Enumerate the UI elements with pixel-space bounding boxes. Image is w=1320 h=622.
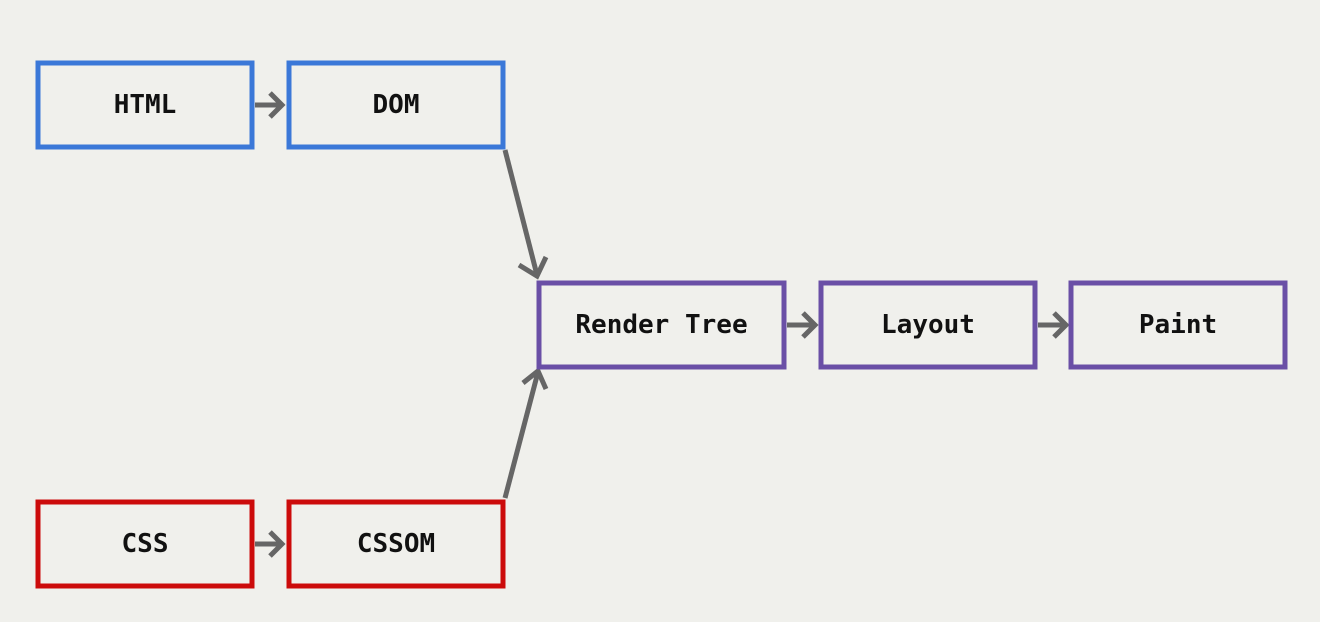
node-render-tree: Render Tree	[536, 280, 787, 370]
nodes: HTML DOM CSS CSSOM Render Tree Layout	[35, 60, 1288, 589]
node-css-label: CSS	[122, 529, 169, 559]
node-html: HTML	[35, 60, 255, 150]
edges	[255, 91, 1070, 558]
node-dom-box	[286, 60, 506, 150]
edge-css-to-cssom	[255, 530, 286, 558]
node-cssom: CSSOM	[286, 499, 506, 589]
edge-html-to-dom-arrowhead	[268, 91, 286, 119]
edge-css-to-cssom-arrowhead	[268, 530, 286, 558]
edge-cssom-to-render-tree	[502, 367, 549, 499]
node-cssom-box	[286, 499, 506, 589]
node-paint-box	[1068, 280, 1288, 370]
edge-layout-to-paint	[1038, 311, 1070, 339]
node-dom: DOM	[286, 60, 506, 150]
node-layout-box	[818, 280, 1038, 370]
edge-cssom-to-render-tree-line	[502, 371, 541, 499]
edge-layout-to-paint-arrowhead	[1052, 311, 1070, 339]
edge-dom-to-render-tree	[502, 149, 549, 280]
node-paint: Paint	[1068, 280, 1288, 370]
edge-dom-to-render-tree-arrowhead	[517, 255, 549, 280]
node-paint-label: Paint	[1139, 310, 1217, 340]
node-css-box	[35, 499, 255, 589]
node-layout: Layout	[818, 280, 1038, 370]
node-html-label: HTML	[114, 90, 177, 120]
node-html-box	[35, 60, 255, 150]
node-render-tree-label: Render Tree	[575, 310, 747, 340]
edge-render-tree-to-layout-arrowhead	[801, 311, 819, 339]
node-css: CSS	[35, 499, 255, 589]
node-cssom-label: CSSOM	[357, 529, 435, 559]
node-render-tree-box	[536, 280, 787, 370]
node-dom-label: DOM	[373, 90, 420, 120]
edge-dom-to-render-tree-line	[502, 149, 540, 276]
edge-html-to-dom	[255, 91, 286, 119]
node-layout-label: Layout	[881, 310, 975, 340]
edge-cssom-to-render-tree-arrowhead	[521, 367, 549, 391]
edge-render-tree-to-layout	[787, 311, 819, 339]
